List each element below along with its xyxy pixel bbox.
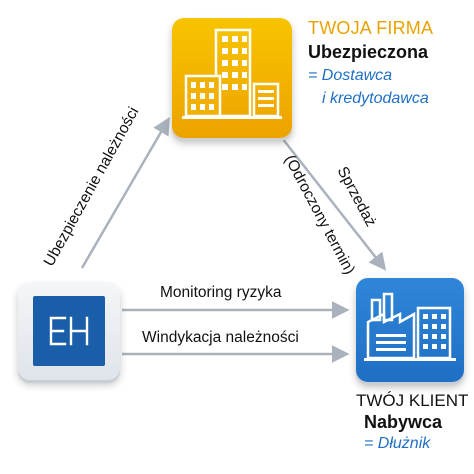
eh-logo (18, 282, 120, 380)
arrow-insurance (80, 116, 170, 269)
edge-label-monitoring: Monitoring ryzyka (160, 284, 282, 301)
firm-tag: TWOJA FIRMA (308, 18, 434, 38)
client-status: Nabywca (364, 412, 443, 432)
client-tag: TWÓJ KLIENT (356, 391, 469, 410)
eh-logo-tile (33, 296, 105, 366)
arrow-sale (281, 137, 387, 271)
firm-role-line1: = Dostawca (308, 67, 393, 84)
firm-status: Ubezpieczona (308, 42, 429, 62)
factory-icon (356, 278, 464, 382)
firm-role-line2: i kredytodawca (322, 90, 429, 107)
edge-label-collection: Windykacja należności (142, 329, 299, 346)
client-role: = Dłużnik (364, 435, 431, 452)
office-building-icon (172, 18, 292, 138)
